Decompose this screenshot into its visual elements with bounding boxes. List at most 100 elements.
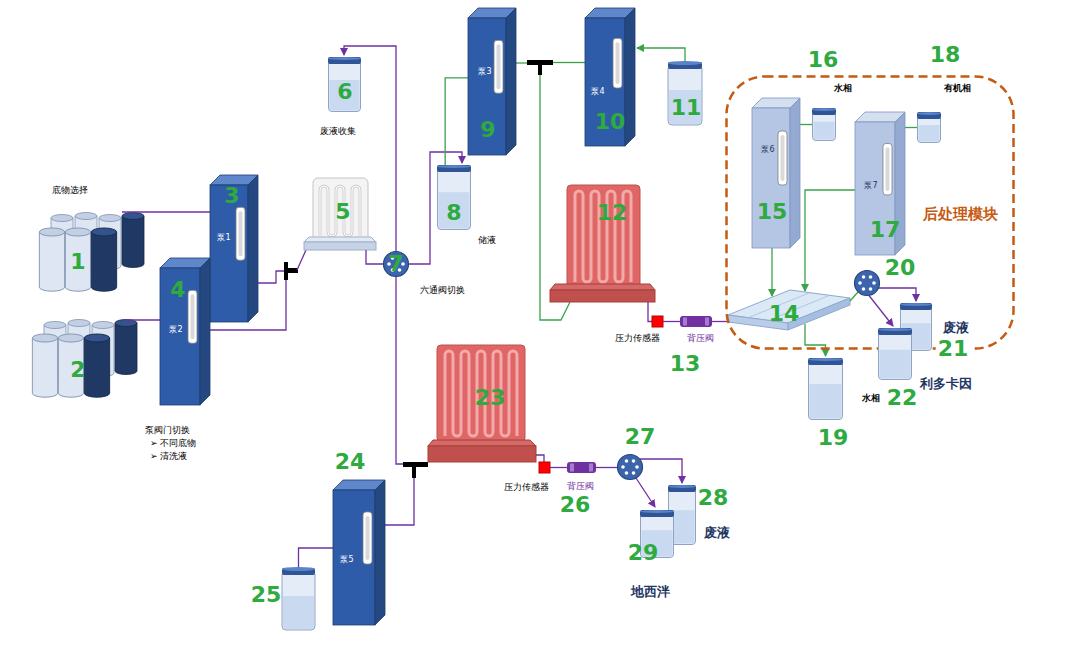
- substrate-bottle: [65, 228, 90, 291]
- phase-bottle: 水相: [808, 358, 843, 420]
- tube: [771, 248, 772, 296]
- tube: [869, 296, 893, 327]
- tube: [879, 288, 916, 301]
- bottle-label: 废液: [943, 321, 969, 336]
- callout-number: 21: [936, 336, 971, 361]
- bottle-body: [879, 334, 912, 380]
- callout-number: 3: [224, 183, 239, 208]
- bottle-cap: [282, 568, 315, 575]
- reactor-coil: [320, 186, 360, 236]
- pump-side: [248, 175, 258, 322]
- bottle-liquid: [919, 125, 940, 141]
- tee-junction: [288, 268, 298, 273]
- callout-number: 14: [769, 301, 800, 326]
- pump-handle: [236, 207, 245, 260]
- bottle-label: 利多卡因: [920, 377, 972, 392]
- tube: [299, 548, 334, 567]
- bottle-label: 废液收集: [320, 126, 356, 136]
- bottle-cap: [668, 485, 696, 488]
- tube: [297, 250, 306, 270]
- callout-number: 5: [335, 199, 350, 224]
- pump-front: [333, 490, 375, 625]
- pump-handle: [613, 38, 622, 88]
- pump-front: [468, 18, 506, 155]
- tee-junction: [403, 462, 428, 467]
- bottle-body: [438, 171, 471, 230]
- tube: [385, 478, 414, 525]
- reactor-coil: [575, 191, 631, 282]
- tube-connector: [905, 127, 917, 128]
- bottle-liquid: [814, 122, 835, 140]
- tube: [712, 321, 728, 322]
- reactor-base: [550, 290, 655, 302]
- phase-bottle: 水相: [812, 108, 836, 141]
- back-pressure-valve: [680, 316, 712, 327]
- bottle-label: 水相: [862, 393, 880, 403]
- callout-number: 1: [70, 249, 85, 274]
- bottle-cap: [668, 485, 696, 492]
- tube: [805, 324, 826, 356]
- tee-junction: [527, 60, 553, 65]
- tube: [366, 250, 384, 264]
- pump-side: [506, 8, 516, 155]
- pump-label: 泵3: [478, 67, 491, 76]
- node-shape: [752, 98, 800, 248]
- reactor-base: [428, 446, 536, 462]
- callout-number: 19: [818, 425, 849, 450]
- annotation-label: 底物选择: [52, 185, 88, 195]
- solvent-bottle: [668, 68, 702, 125]
- tube: [850, 292, 858, 301]
- bottle-cap: [640, 510, 674, 517]
- callout-number: 18: [930, 42, 961, 67]
- bottle-label: 水相: [834, 83, 852, 93]
- coil-reactor: [567, 185, 640, 288]
- bottle-cap: [812, 108, 836, 115]
- substrate-bottle: [39, 228, 64, 291]
- bottle-cap: [917, 112, 941, 119]
- substrate-bottle: [122, 213, 144, 268]
- bottle-cap: [808, 358, 843, 361]
- pump-side: [375, 480, 385, 625]
- bottle-body: [918, 118, 941, 143]
- substrate-bottle: [91, 228, 116, 291]
- tee-junction: [284, 262, 288, 280]
- annotation-label: ➢ 不同底物: [150, 438, 196, 448]
- bottle-label: 废液: [704, 526, 730, 541]
- back-pressure-valve: [683, 318, 687, 326]
- bottle-cap: [437, 165, 471, 168]
- tube-connector: [445, 78, 468, 165]
- bottle-cap: [328, 57, 361, 64]
- pump-label: 泵7: [864, 181, 877, 190]
- callout-number: 25: [251, 582, 282, 607]
- bottle-cap: [900, 303, 932, 306]
- annotation-label: 压力传感器: [615, 333, 660, 343]
- pump-handle: [497, 44, 501, 89]
- callout-number: 29: [628, 540, 659, 565]
- reactor-base: [550, 284, 655, 290]
- tube: [258, 271, 284, 283]
- node-shape: [878, 328, 912, 380]
- reactor-base: [428, 440, 536, 446]
- coil-reactor: [313, 178, 368, 242]
- bottle-liquid: [283, 596, 314, 629]
- tube: [553, 62, 585, 63]
- bottle-cap: [917, 112, 941, 115]
- pressure-sensor: [539, 462, 550, 473]
- tube: [126, 319, 160, 320]
- tube: [396, 277, 403, 465]
- callout-number: 8: [446, 200, 461, 225]
- six-way-valve: [855, 271, 880, 296]
- tube: [540, 75, 570, 320]
- coil-reactor: [437, 345, 525, 442]
- callout-number: 20: [885, 255, 916, 280]
- tube: [640, 459, 682, 483]
- callout-number: 4: [170, 277, 185, 302]
- bottle-cap: [282, 567, 315, 571]
- bottle-liquid: [810, 384, 842, 418]
- node-shape: [333, 480, 385, 625]
- pump-front: [585, 18, 625, 146]
- tube: [648, 302, 652, 322]
- callout-number: 24: [335, 449, 366, 474]
- annotation-label: 背压阀: [687, 333, 714, 343]
